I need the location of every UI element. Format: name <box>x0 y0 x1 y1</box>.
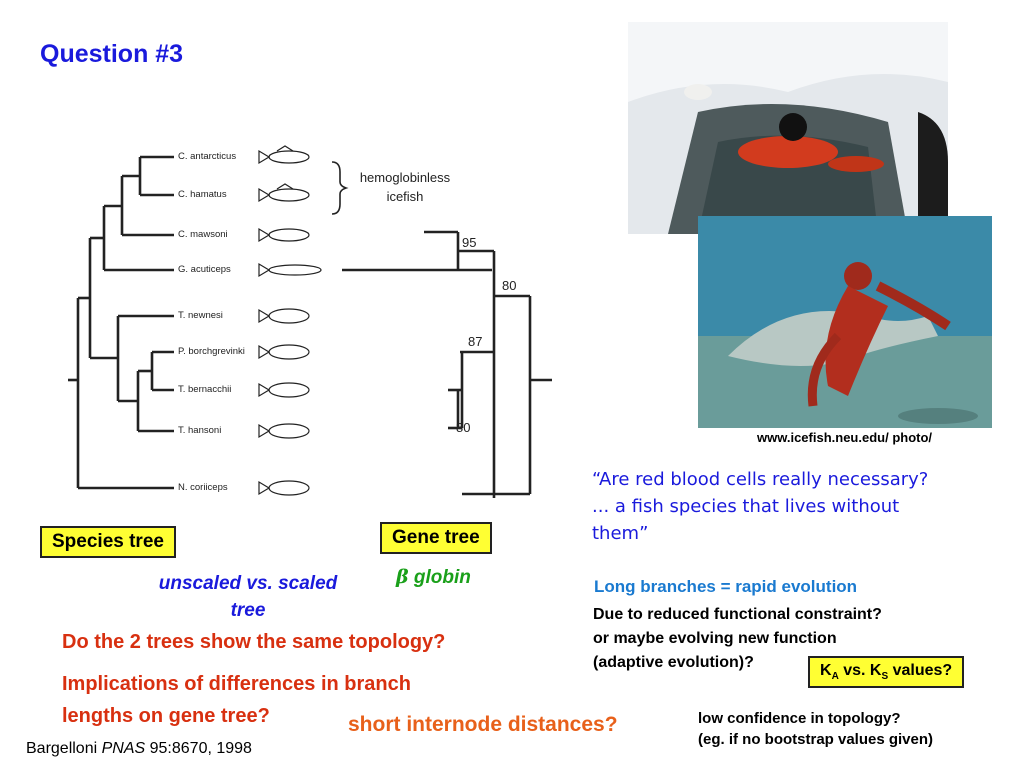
gene-tree-branches <box>342 230 552 498</box>
taxon-label: C. mawsoni <box>178 229 228 240</box>
diver-ice-hole-photo <box>628 22 948 234</box>
taxon-label: N. coriiceps <box>178 482 228 493</box>
long-branches-heading: Long branches = rapid evolution <box>594 577 858 596</box>
icefish-bracket <box>331 161 349 215</box>
icefish-bracket-label: hemoglobinless icefish <box>359 170 451 204</box>
phylogeny-figure: C. antarcticus C. hamatus C. mawsoni G. … <box>62 128 562 508</box>
taxon-label: P. borchgrevinki <box>178 346 245 357</box>
species-tree-label: Species tree <box>40 526 176 558</box>
bootstrap-value: 95 <box>462 235 477 250</box>
taxon-label: G. acuticeps <box>178 264 231 275</box>
short-internode-question: short internode distances? <box>348 713 618 736</box>
species-tree-branches <box>68 155 174 490</box>
topology-question: Do the 2 trees show the same topology? <box>62 631 446 653</box>
low-confidence-text: low confidence in topology? (eg. if no b… <box>698 710 934 748</box>
functional-constraint-text: Due to reduced functional constraint? or… <box>593 606 882 671</box>
bootstrap-value: 80 <box>502 278 517 293</box>
bootstrap-value: 80 <box>456 420 471 435</box>
beta-globin-label: β globin <box>396 566 471 588</box>
ka-ks-label: KA vs. KS values? <box>808 656 965 689</box>
gene-tree-label: Gene tree <box>380 522 492 554</box>
fish-icons <box>258 145 322 496</box>
implications-question: Implications of differences in branch le… <box>62 673 411 727</box>
unscaled-vs-scaled-text: unscaled vs. scaled tree <box>158 573 338 621</box>
phylogeny-trees-drawing <box>68 145 552 498</box>
diver-with-icefish-photo <box>698 216 992 428</box>
taxon-label: C. antarcticus <box>178 151 237 162</box>
taxon-label: T. bernacchii <box>178 384 232 395</box>
slide-title: Question #3 <box>40 40 184 68</box>
taxon-label: C. hamatus <box>178 189 227 200</box>
taxon-label: T. newnesi <box>178 310 223 321</box>
bootstrap-value: 87 <box>468 334 483 349</box>
citation: Bargelloni PNAS 95:8670, 1998 <box>26 740 252 757</box>
quote-text: “Are red blood cells really necessary? .… <box>592 469 929 544</box>
taxon-label: T. hansoni <box>178 425 222 436</box>
photo-credit-url: www.icefish.neu.edu/ photo/ <box>757 430 933 445</box>
